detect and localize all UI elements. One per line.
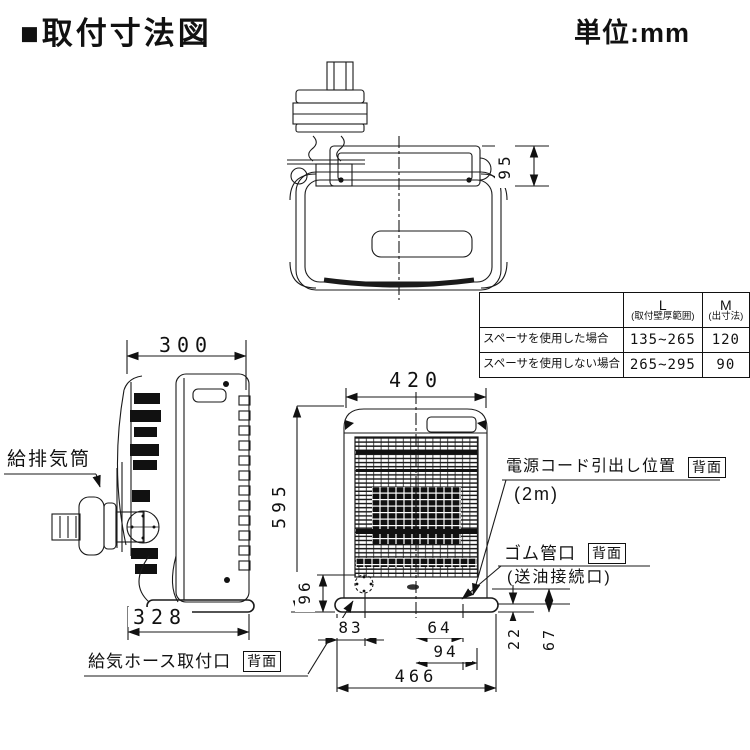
dim-side-top-width: 300 [154, 335, 218, 355]
flue-pipe-label: 給排気筒 [7, 449, 92, 470]
dim-22: 22 [505, 621, 523, 655]
front-view-drawing [84, 388, 720, 693]
row-label: スペーサを使用しない場合 [479, 352, 624, 378]
row-l-value: 135~265 [622, 327, 703, 353]
dim-front-height: 595 [269, 475, 290, 535]
row-m-value: 90 [701, 352, 750, 378]
dim-hose-port-offset: 83 [325, 618, 377, 638]
table-row: スペーサを使用しない場合 265~295 90 [479, 352, 750, 378]
l-header-title: L [658, 297, 667, 314]
dim-hose-port-height: 96 [295, 572, 315, 612]
intake-hose-label-row: 給気ホース取付口 背面 [88, 651, 282, 672]
dim-94: 94 [420, 642, 472, 662]
dim-side-base-width: 328 [128, 607, 192, 627]
dim-67: 67 [540, 622, 558, 656]
spec-table: L (取付壁厚範囲) M (出寸法) スペーサを使用した場合 135~265 1… [479, 292, 750, 378]
intake-hose-back-badge: 背面 [243, 651, 282, 672]
dim-front-width: 420 [384, 370, 448, 390]
rubber-port-back-badge: 背面 [588, 543, 626, 564]
side-view-drawing [4, 340, 255, 640]
power-cord-note: (2m) [514, 484, 559, 504]
intake-hose-label: 給気ホース取付口 [88, 651, 232, 671]
rubber-port-note: (送油接続口) [507, 569, 612, 586]
row-m-value: 120 [701, 327, 750, 353]
spec-table-header-row: L (取付壁厚範囲) M (出寸法) [479, 292, 750, 328]
dim-duct-depth: 95 [495, 144, 515, 188]
top-view-drawing [287, 61, 549, 300]
power-cord-label-row: 電源コード引出し位置 背面 [506, 457, 727, 478]
m-header-sub: (出寸法) [708, 311, 744, 323]
dim-64: 64 [414, 618, 466, 638]
dim-base-width: 466 [386, 667, 446, 687]
row-label: スペーサを使用した場合 [479, 327, 624, 353]
l-header-sub: (取付壁厚範囲) [631, 311, 695, 323]
power-cord-back-badge: 背面 [688, 457, 727, 478]
m-header-title: M [720, 297, 732, 314]
rubber-port-label: ゴム管口 [504, 543, 576, 563]
table-row: スペーサを使用した場合 135~265 120 [479, 327, 750, 353]
rubber-port-label-row: ゴム管口 背面 [504, 543, 626, 564]
unit-label: 単位:mm [574, 18, 691, 48]
spec-table-l-header: L (取付壁厚範囲) [622, 292, 703, 328]
spec-table-corner-cell [479, 292, 624, 328]
spec-table-m-header: M (出寸法) [701, 292, 750, 328]
row-l-value: 265~295 [622, 352, 703, 378]
page-title: ■取付寸法図 [20, 16, 212, 51]
power-cord-label: 電源コード引出し位置 [506, 458, 677, 476]
